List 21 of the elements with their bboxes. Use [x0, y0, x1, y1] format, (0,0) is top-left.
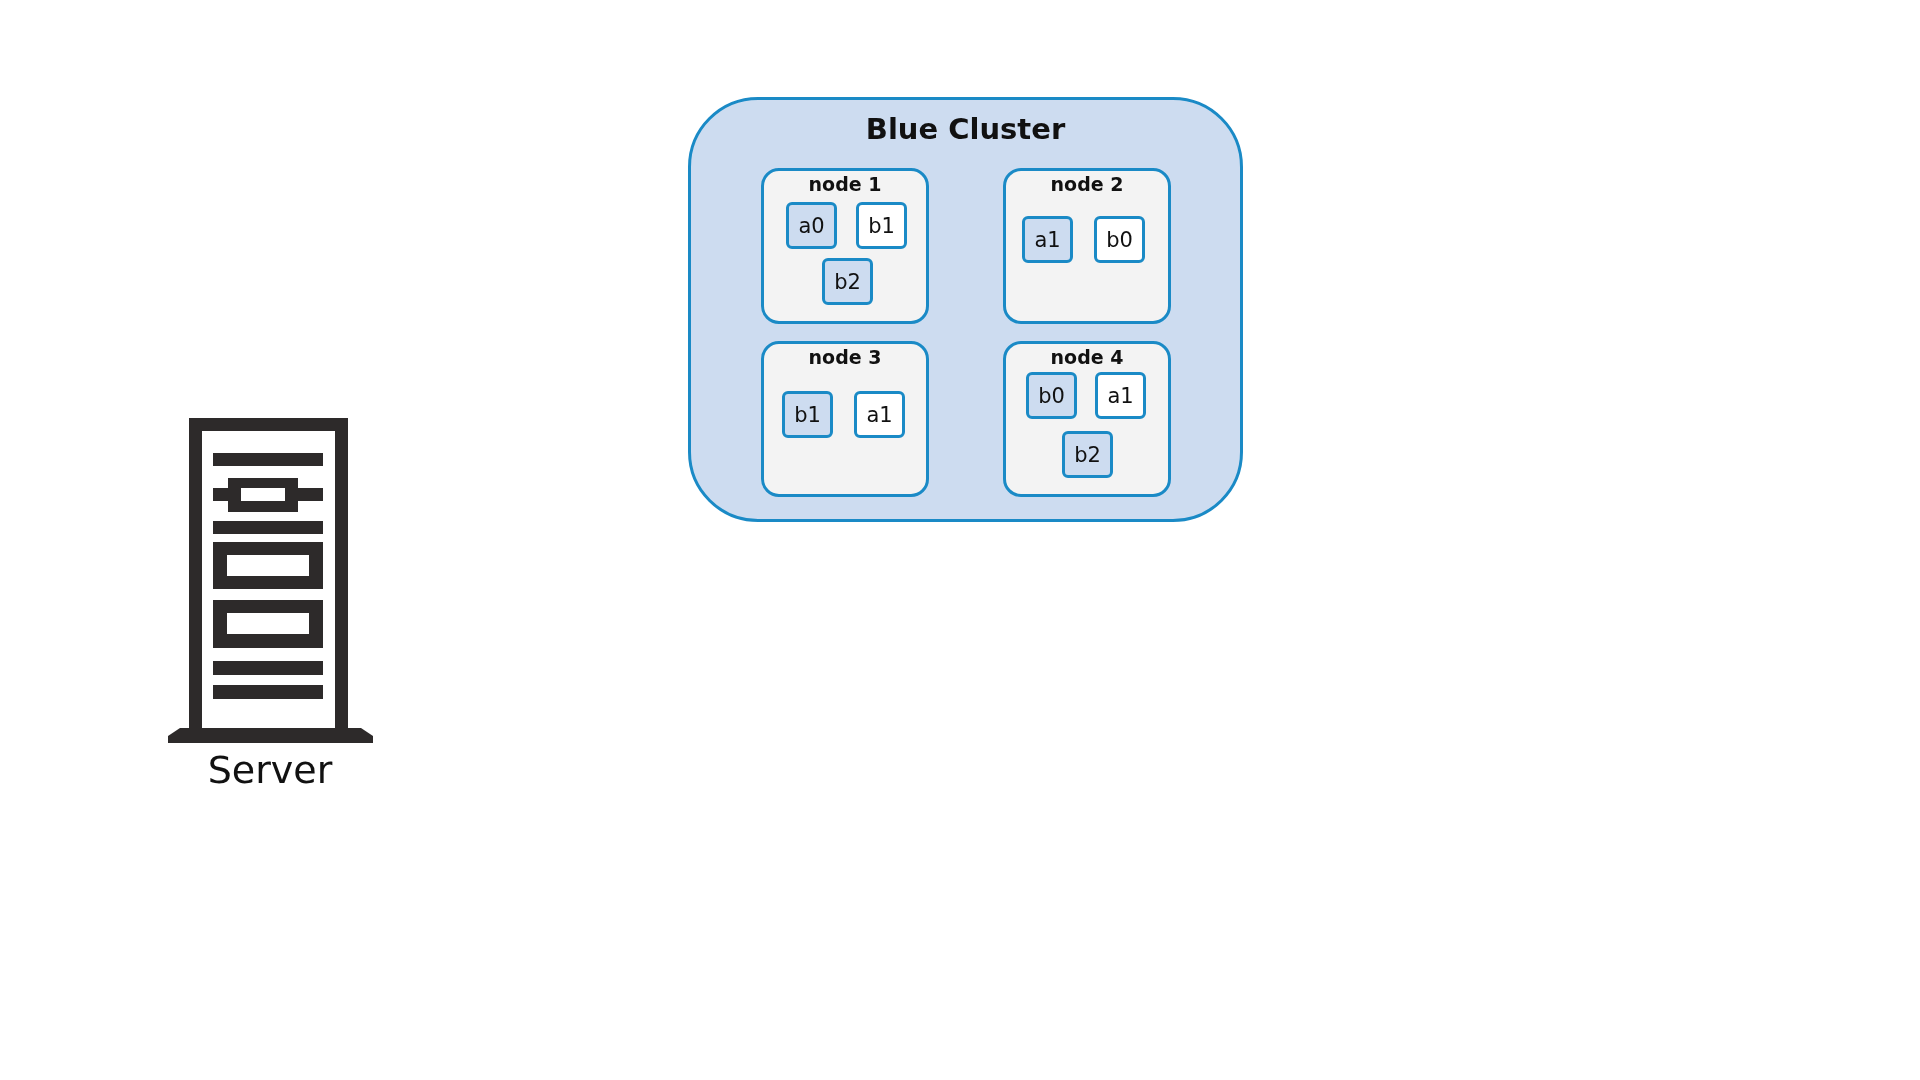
node-box: [1003, 168, 1171, 324]
server-label: Server: [206, 748, 334, 792]
shard-box: b0: [1026, 372, 1077, 419]
cluster-title: Blue Cluster: [864, 112, 1067, 146]
node-title: node 1: [807, 173, 883, 195]
shard-box: a1: [1022, 216, 1073, 263]
shard-box: b0: [1094, 216, 1145, 263]
node-box: [761, 341, 929, 497]
shard-box: b1: [782, 391, 833, 438]
shard-box: b2: [1062, 431, 1113, 478]
node-title: node 3: [807, 346, 883, 368]
shard-box: a0: [786, 202, 837, 249]
shard-box: a1: [1095, 372, 1146, 419]
node-title: node 4: [1049, 346, 1125, 368]
cluster-panel: [688, 97, 1243, 522]
shard-box: b1: [856, 202, 907, 249]
node-box: [1003, 341, 1171, 497]
node-box: [761, 168, 929, 324]
node-title: node 2: [1049, 173, 1125, 195]
shard-box: b2: [822, 258, 873, 305]
shard-box: a1: [854, 391, 905, 438]
